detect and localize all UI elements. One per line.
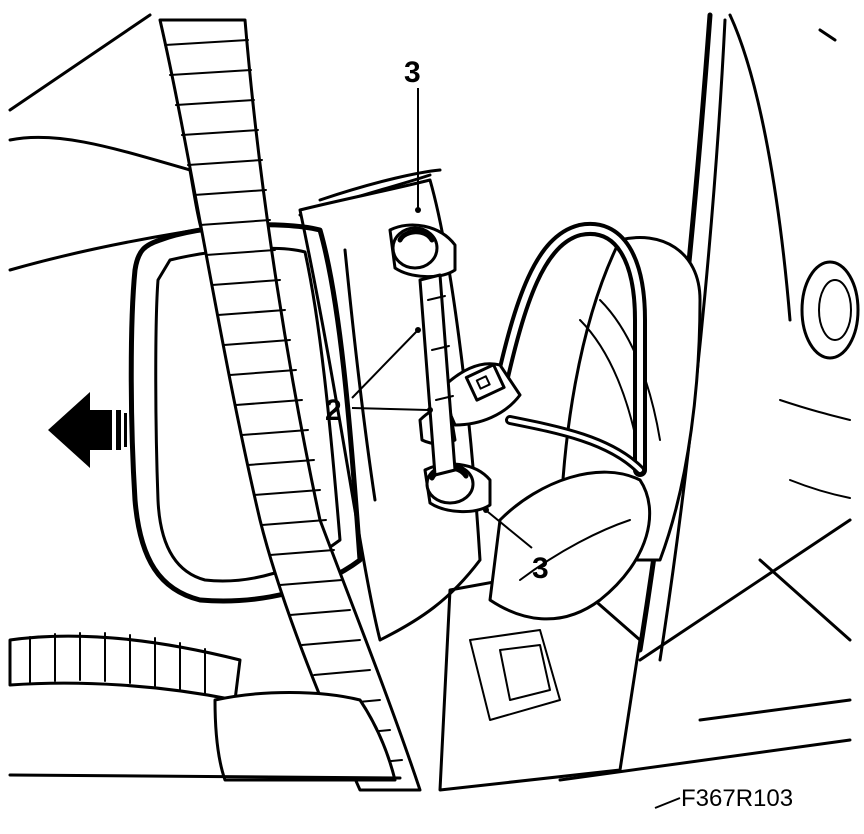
callout-top-bolt: 3 <box>404 56 421 89</box>
cable-strap <box>488 470 652 621</box>
wire-loop <box>493 221 648 477</box>
callout-connector: 2 <box>325 394 342 427</box>
callout-bottom-bolt: 3 <box>532 552 549 585</box>
wiring-harness <box>158 18 422 792</box>
electrical-connector <box>418 362 522 446</box>
lower-harness <box>8 632 242 702</box>
body-panel-lines <box>8 13 852 782</box>
grommet <box>800 260 860 360</box>
lower-bracket <box>8 568 642 792</box>
bottom-bolt <box>423 462 492 514</box>
leader-lines <box>351 88 681 809</box>
direction-arrow-icon <box>48 392 127 468</box>
top-bolt <box>388 223 457 279</box>
figure-reference: F367R103 <box>681 785 793 812</box>
